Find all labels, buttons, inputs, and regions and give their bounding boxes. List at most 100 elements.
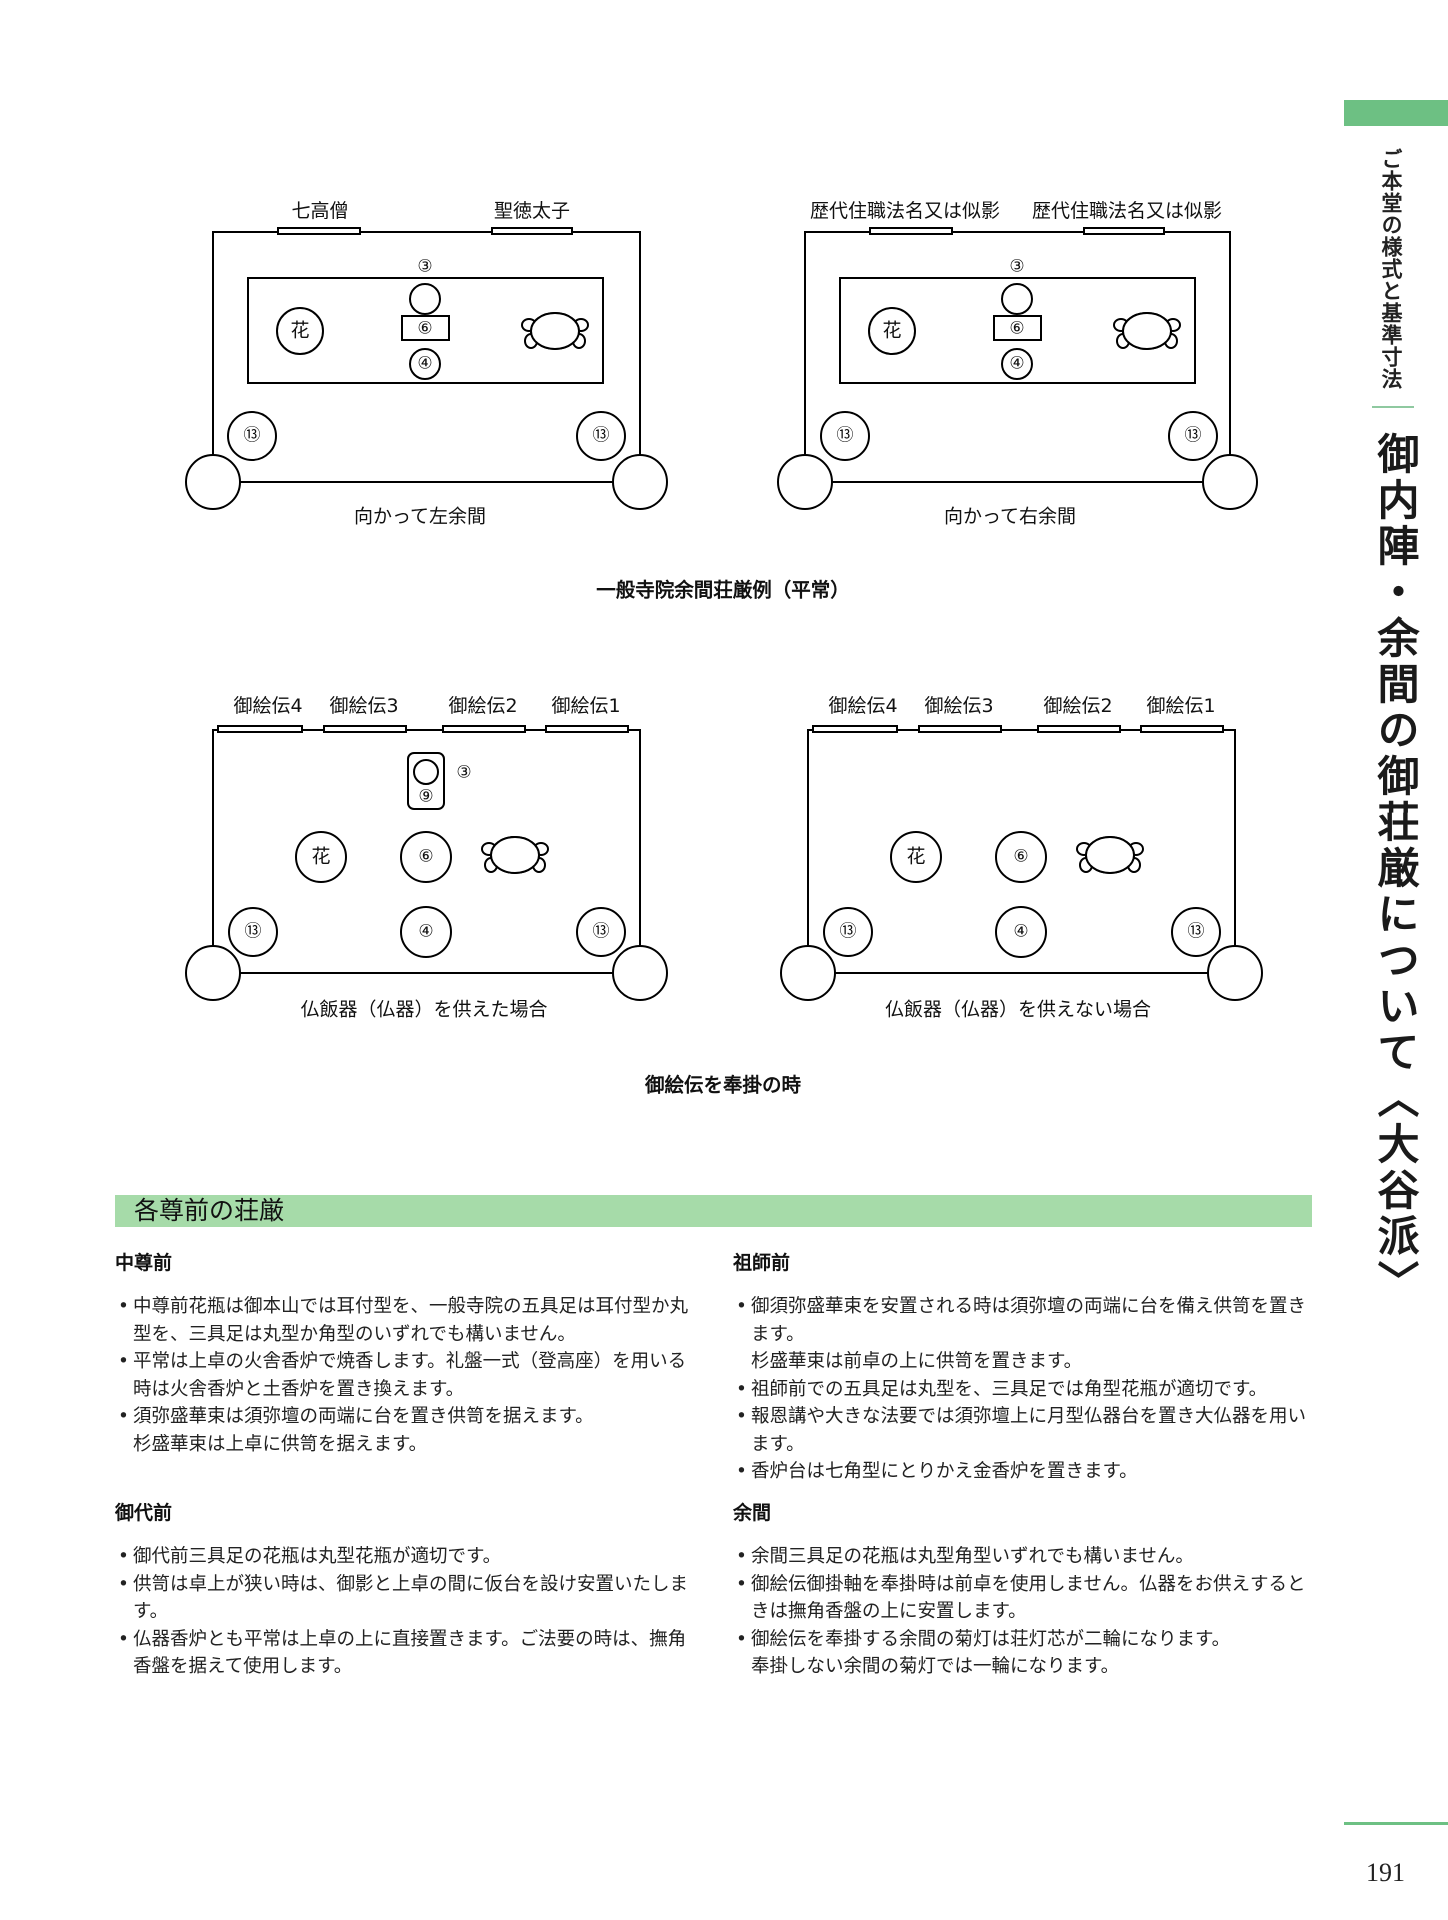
panel4-flower-label: 花 xyxy=(906,845,926,868)
panel4-marker-13-right: ⑬ xyxy=(1187,921,1205,942)
pillar-left xyxy=(777,454,833,510)
panel4-header-4: 御絵伝4 xyxy=(828,695,898,717)
panel3-header-3: 御絵伝3 xyxy=(329,695,399,717)
header-bar xyxy=(545,725,629,733)
list-item: 報恩講や大きな法要では須弥壇上に月型仏器台を置き大仏器を用います。 xyxy=(733,1403,1313,1458)
panel-outline xyxy=(807,729,1236,974)
section-heading-band: 各尊前の荘厳 xyxy=(115,1195,1312,1227)
chapter-title: 御内陣・余間の御荘厳について〈大谷派〉 xyxy=(1371,432,1417,1306)
pillar-right xyxy=(1202,454,1258,510)
block-heading: 御代前 xyxy=(115,1502,173,1524)
panel3-caption: 仏飯器（仏器）を供えた場合 xyxy=(300,998,548,1021)
panel2-marker-6: ⑥ xyxy=(1009,318,1025,339)
panel4-caption: 仏飯器（仏器）を供えない場合 xyxy=(884,998,1152,1021)
pillar-right xyxy=(612,945,668,1001)
panel3-marker-9: ⑨ xyxy=(418,786,434,807)
box-6 xyxy=(401,315,450,341)
header-bar xyxy=(1083,227,1165,235)
panel1-header-2: 聖徳太子 xyxy=(493,200,571,222)
list-item: 須弥盛華束は須弥壇の両端に台を置き供笥を据えます。 xyxy=(115,1403,695,1431)
block-godai-mae: 御代前 御代前三具足の花瓶は丸型花瓶が適切です。 供笥は卓上が狭い時は、御影と上… xyxy=(115,1504,695,1681)
page-number: 191 xyxy=(1366,1858,1405,1887)
group-caption-top: 一般寺院余間荘厳例（平常） xyxy=(596,578,850,602)
panel2-marker-3: ③ xyxy=(1009,256,1025,277)
panel3-marker-13-left: ⑬ xyxy=(244,921,262,942)
incense-burner-icon xyxy=(481,836,549,874)
header-bar xyxy=(1140,725,1224,733)
panel1-flower-label: 花 xyxy=(290,319,310,342)
panel4-marker-13-left: ⑬ xyxy=(839,921,857,942)
pillar-left xyxy=(185,454,241,510)
panel-bottom-left xyxy=(185,725,668,1001)
circle-13-right xyxy=(1171,907,1221,957)
circle-13-left xyxy=(820,411,870,461)
panel2-header-2: 歴代住職法名又は似影 xyxy=(1031,200,1223,222)
list-item: 御絵伝を奉掛する余間の菊灯は荘灯芯が二輪になります。 xyxy=(733,1626,1313,1654)
list-item: 余間三具足の花瓶は丸型角型いずれでも構いません。 xyxy=(733,1543,1313,1571)
bullet-list: 御代前三具足の花瓶は丸型花瓶が適切です。 供笥は卓上が狭い時は、御影と上卓の間に… xyxy=(115,1543,695,1681)
block-heading: 中尊前 xyxy=(115,1252,173,1274)
pillar-right xyxy=(1207,945,1263,1001)
circle-6 xyxy=(995,831,1047,883)
panel2-caption: 向かって右余間 xyxy=(943,505,1077,528)
panel3-marker-13-right: ⑬ xyxy=(592,921,610,942)
list-item-continuation: 杉盛華束は前卓の上に供笥を置きます。 xyxy=(751,1351,1083,1372)
list-item: 御絵伝御掛軸を奉掛時は前卓を使用しません。仏器をお供えするときは撫角香盤の上に安… xyxy=(733,1571,1313,1626)
panel4-header-2: 御絵伝2 xyxy=(1043,695,1113,717)
pillar-left xyxy=(185,945,241,1001)
panel-outline xyxy=(212,729,641,974)
running-title: ご本堂の様式と基準寸法 xyxy=(1379,148,1403,390)
panel1-marker-6: ⑥ xyxy=(417,318,433,339)
header-bar xyxy=(1037,725,1121,733)
header-bar xyxy=(442,725,526,733)
panel2-flower-label: 花 xyxy=(882,319,902,342)
chapter-tab-block xyxy=(1344,100,1448,126)
panel4-marker-4: ④ xyxy=(1013,921,1029,942)
block-heading: 余間 xyxy=(733,1502,772,1524)
panel4-marker-6: ⑥ xyxy=(1013,846,1029,867)
page-number-rule xyxy=(1344,1822,1448,1825)
panel4-header-3: 御絵伝3 xyxy=(924,695,994,717)
title-divider xyxy=(1372,406,1414,408)
header-bar xyxy=(869,227,953,235)
block-chuson-mae: 中尊前 中尊前花瓶は御本山では耳付型を、一般寺院の五具足は耳付型か丸型を、三具足… xyxy=(115,1254,695,1458)
panel3-flower-label: 花 xyxy=(311,845,331,868)
circle-13-right xyxy=(1168,411,1218,461)
list-item: 平常は上卓の火舎香炉で焼香します。礼盤一式（登高座）を用いる時は火舎香炉と土香炉… xyxy=(115,1348,695,1403)
circle-3 xyxy=(413,759,439,785)
panel-top-left xyxy=(185,227,668,510)
bullet-list: 余間三具足の花瓶は丸型角型いずれでも構いません。 御絵伝御掛軸を奉掛時は前卓を使… xyxy=(733,1543,1313,1681)
circle-4 xyxy=(995,906,1047,958)
list-item: 仏器香炉とも平常は上卓の上に直接置きます。ご法要の時は、撫角香盤を据えて使用しま… xyxy=(115,1626,695,1681)
circle-13-right xyxy=(576,907,626,957)
list-item: 祖師前での五具足は丸型を、三具足では角型花瓶が適切です。 xyxy=(733,1376,1313,1404)
circle-3 xyxy=(1001,283,1033,315)
circle-13-left xyxy=(227,411,277,461)
header-bar xyxy=(323,725,407,733)
panel4-header-1: 御絵伝1 xyxy=(1146,695,1216,717)
bullet-list: 御須弥盛華束を安置される時は須弥壇の両端に台を備え供笥を置きます。 杉盛華束は前… xyxy=(733,1293,1313,1486)
block-yoma: 余間 余間三具足の花瓶は丸型角型いずれでも構いません。 御絵伝御掛軸を奉掛時は前… xyxy=(733,1504,1313,1681)
panel2-marker-4: ④ xyxy=(1009,353,1025,374)
list-item: 供笥は卓上が狭い時は、御影と上卓の間に仮台を設け安置いたします。 xyxy=(115,1571,695,1626)
list-item: 御須弥盛華束を安置される時は須弥壇の両端に台を備え供笥を置きます。 xyxy=(733,1293,1313,1348)
panel3-header-4: 御絵伝4 xyxy=(233,695,303,717)
panel1-marker-13-right: ⑬ xyxy=(592,425,610,446)
circle-13-right xyxy=(576,411,626,461)
panel1-marker-13-left: ⑬ xyxy=(243,425,261,446)
pillar-left xyxy=(780,945,836,1001)
block-heading: 祖師前 xyxy=(733,1252,791,1274)
panel3-marker-3: ③ xyxy=(456,762,472,783)
section-title: 各尊前の荘厳 xyxy=(134,1196,285,1225)
box-6 xyxy=(993,315,1042,341)
panel-top-right xyxy=(777,227,1258,510)
circle-6 xyxy=(400,831,452,883)
header-bar xyxy=(812,725,898,733)
flower-circle xyxy=(276,307,324,355)
panel-bottom-right xyxy=(780,725,1263,1001)
circle-4 xyxy=(400,906,452,958)
flower-circle xyxy=(295,831,347,883)
panel1-marker-3: ③ xyxy=(417,256,433,277)
panel-outline xyxy=(212,231,641,483)
